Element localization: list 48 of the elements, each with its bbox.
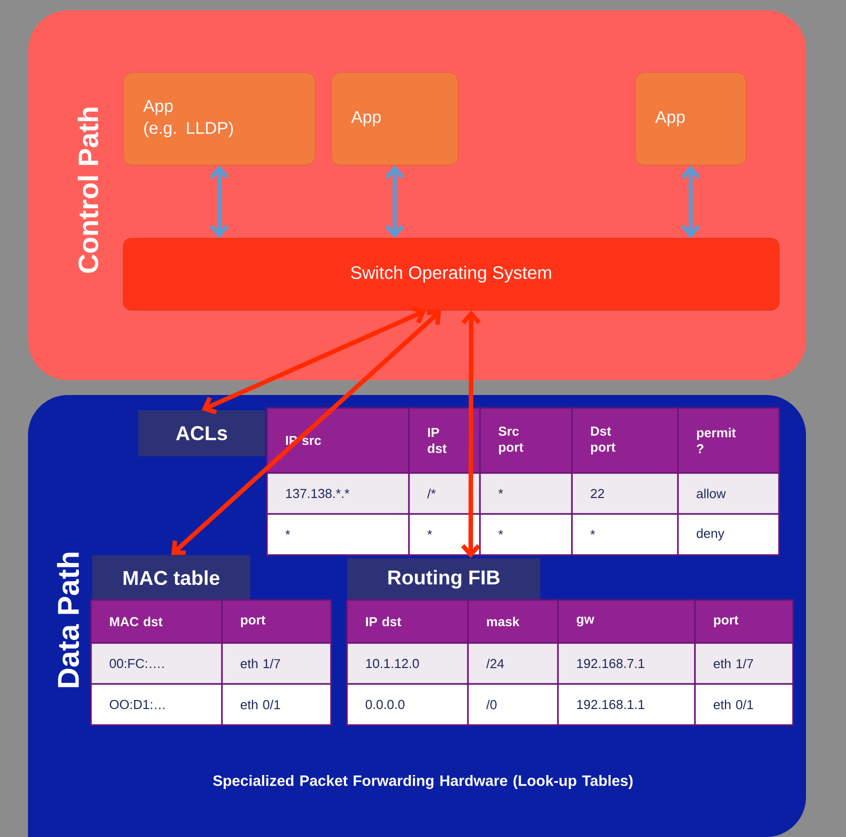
- table-cell: /*: [408, 472, 481, 515]
- table-cell: 192.168.7.1: [557, 642, 696, 685]
- table-cell: 0.0.0.0: [346, 683, 469, 726]
- panel-heading: Control Path: [78, 108, 98, 273]
- table-cell: eth 1/7: [694, 642, 794, 685]
- arrow: [202, 306, 426, 414]
- table-header-cell: Src port: [479, 407, 573, 474]
- table-header-cell: permit ?: [677, 407, 780, 474]
- table-cell: 00:FC:….: [90, 642, 223, 685]
- table-cell: *: [479, 472, 573, 515]
- table-cell: *: [266, 513, 410, 556]
- arrow: [171, 310, 442, 555]
- arrow: [461, 310, 481, 558]
- table-cell: /24: [467, 642, 559, 685]
- table-cell: /0: [467, 683, 559, 726]
- table-header-cell: Dst port: [571, 407, 679, 474]
- panel-caption: Specialized Packet Forwarding Hardware (Look-up Tables): [213, 774, 633, 790]
- table-cell: *: [571, 513, 679, 556]
- table-cell: eth 0/1: [221, 683, 332, 726]
- table-cell: 137.138.*.*: [266, 472, 410, 515]
- table-cell: deny: [677, 513, 780, 556]
- table-header-cell: gw: [557, 599, 696, 644]
- table-cell: 10.1.12.0: [346, 642, 469, 685]
- arrow: [385, 165, 404, 238]
- table-cell: *: [408, 513, 481, 556]
- table-title: ACLs: [138, 410, 266, 456]
- table-cell: OO:D1:…: [90, 683, 223, 726]
- table-cell: *: [479, 513, 573, 556]
- arrow: [681, 165, 700, 238]
- table-header-cell: IP dst: [346, 599, 469, 644]
- table-header-cell: IP dst: [408, 407, 481, 474]
- table-header-cell: MAC dst: [90, 599, 223, 644]
- table-header-cell: mask: [467, 599, 559, 644]
- table-header-cell: port: [694, 599, 794, 644]
- app-box: App (e.g. LLDP): [123, 72, 316, 166]
- table-cell: eth 0/1: [694, 683, 794, 726]
- table-cell: 22: [571, 472, 679, 515]
- os-bar: Switch Operating System: [123, 238, 780, 310]
- table-cell: allow: [677, 472, 780, 515]
- table-cell: 192.168.1.1: [557, 683, 696, 726]
- app-box: App: [635, 72, 746, 166]
- table-cell: eth 1/7: [221, 642, 332, 685]
- arrow: [210, 165, 229, 238]
- table-header-cell: port: [221, 599, 332, 644]
- table-title: Routing FIB: [347, 558, 540, 600]
- app-box: App: [331, 72, 458, 166]
- table-title: MAC table: [92, 555, 250, 600]
- panel-heading: Data Path: [57, 552, 80, 688]
